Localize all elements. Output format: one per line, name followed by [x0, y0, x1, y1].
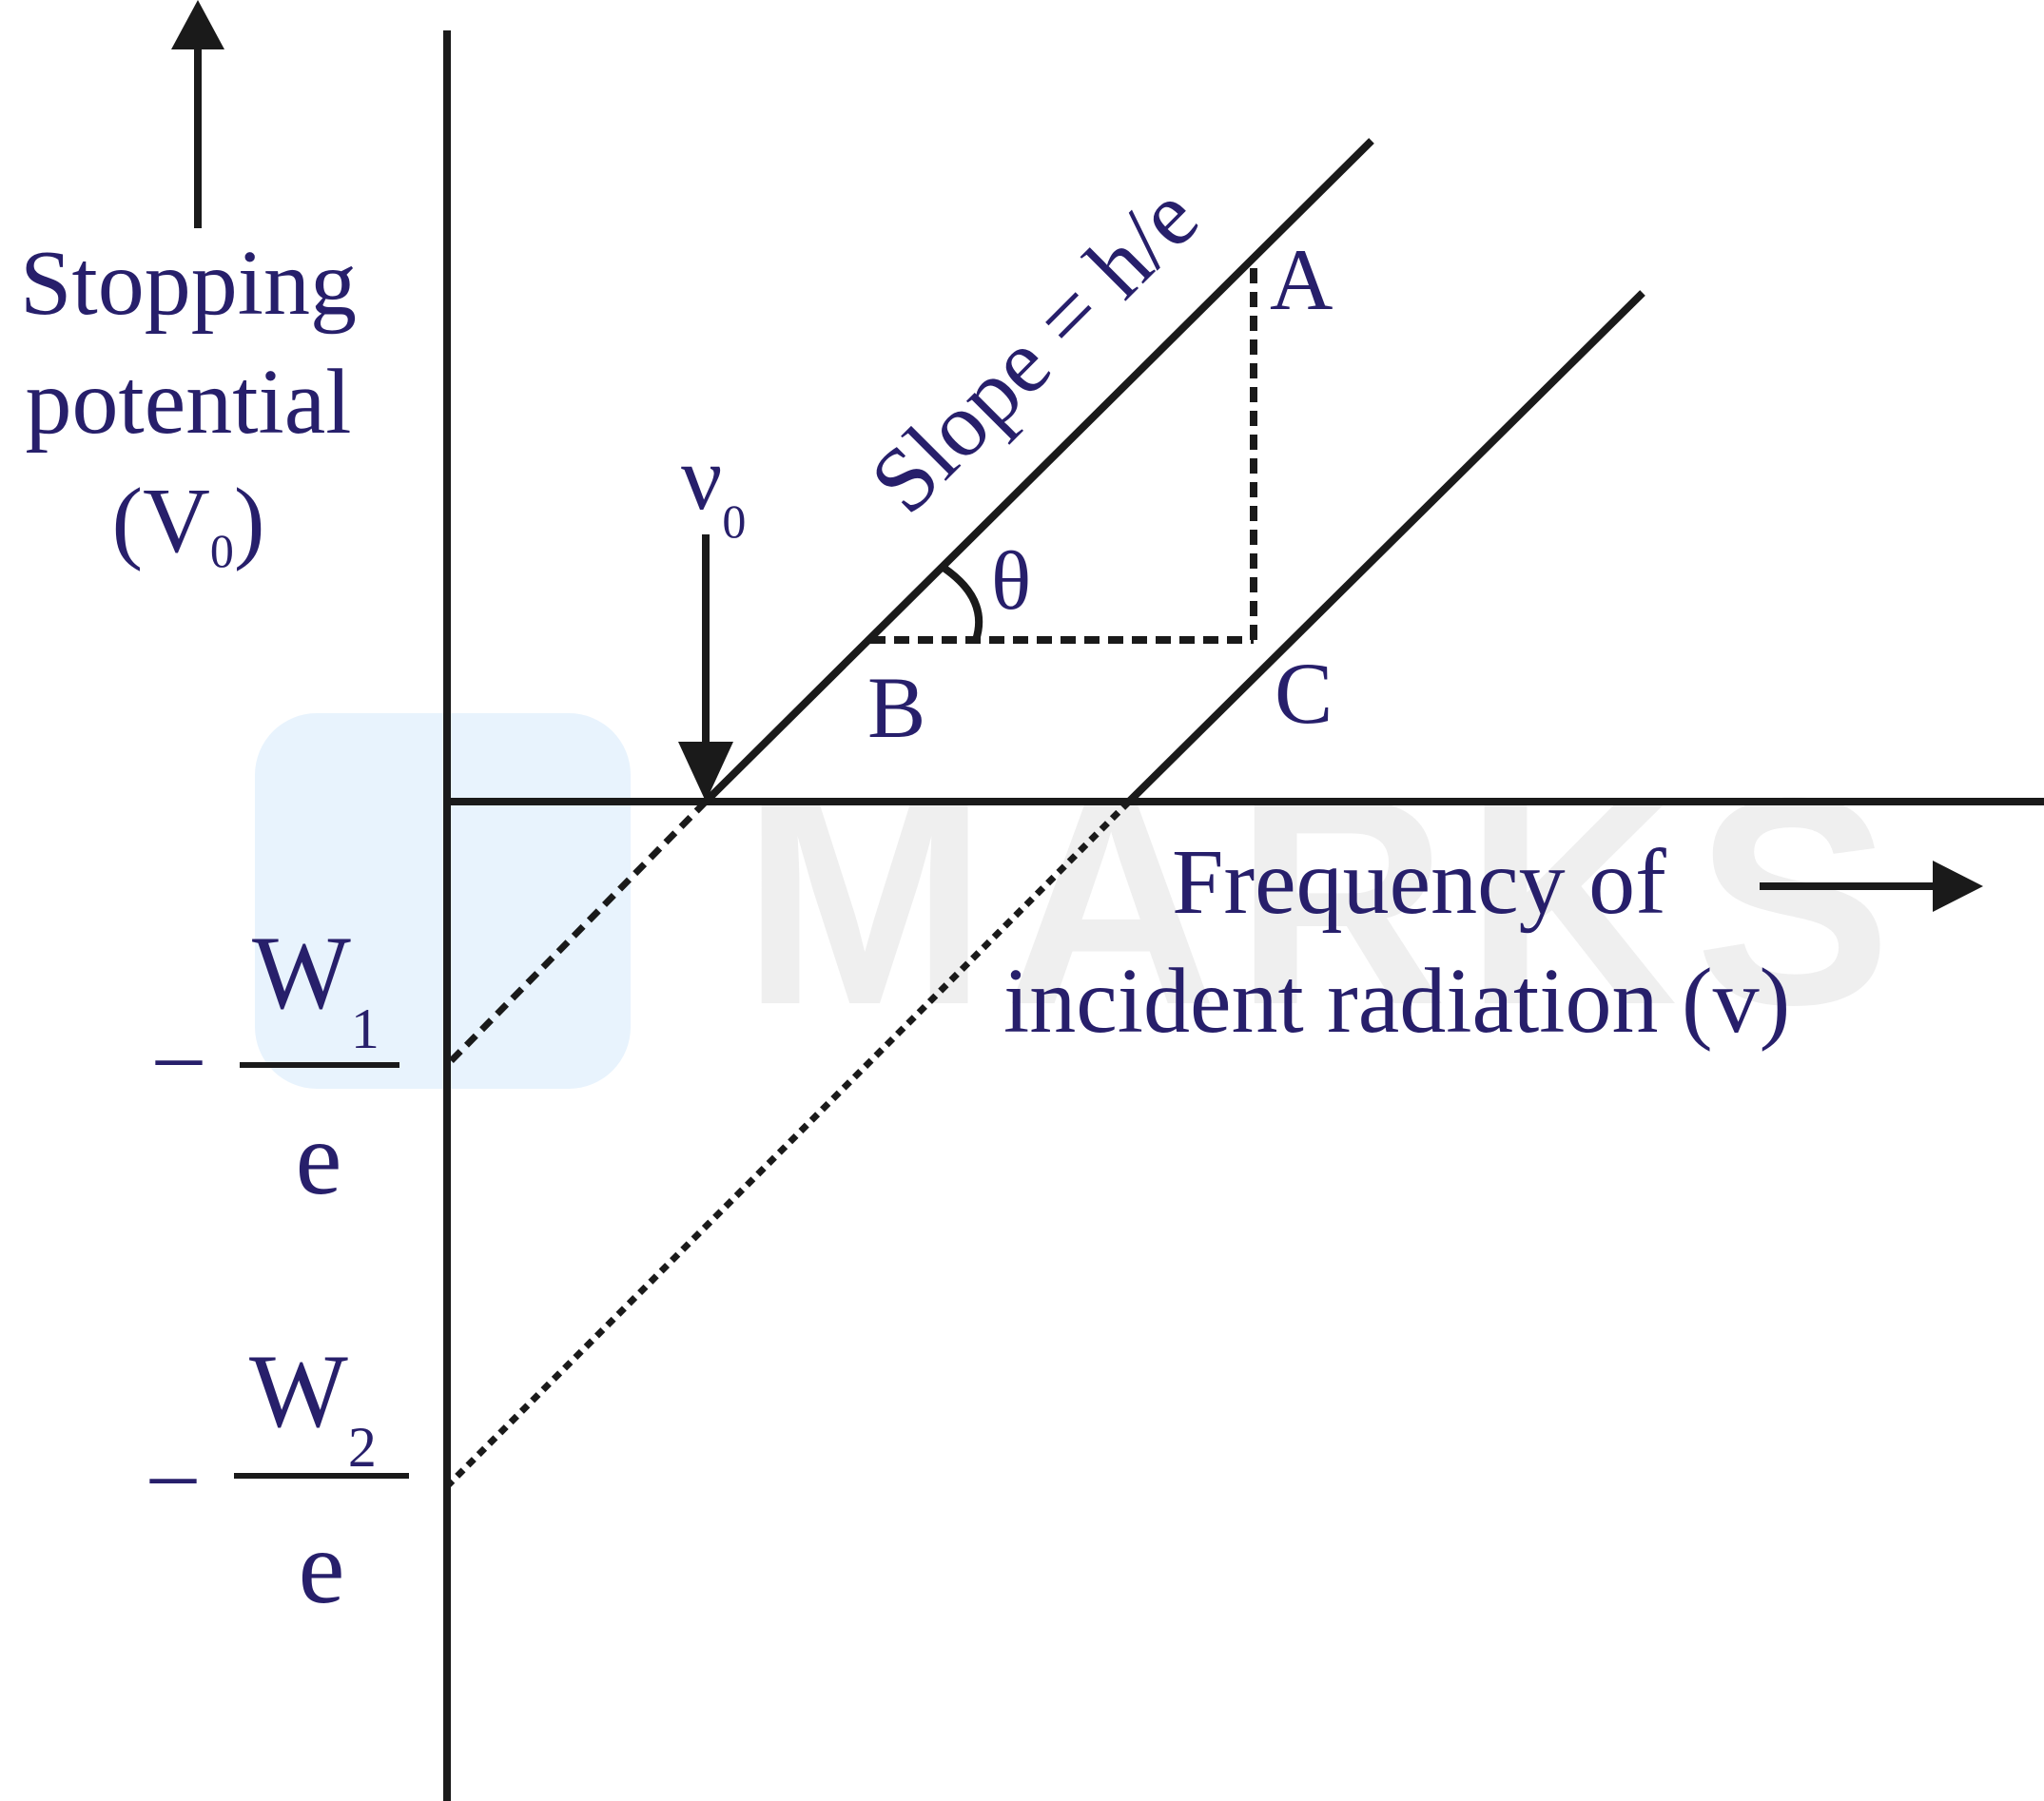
line-1-extension: [444, 799, 709, 1068]
point-a-label: A: [1270, 231, 1333, 328]
x-axis-arrow: [1760, 861, 1983, 912]
angle-label: θ: [991, 535, 1031, 628]
y-axis-arrow: [171, 0, 224, 228]
intercept-w1-numerator: W1: [252, 915, 380, 1060]
intercept-w2-minus: –: [149, 1421, 197, 1522]
x-axis-label-line1: Frequency of: [1172, 831, 1666, 934]
y-axis-label-line1: Stopping: [20, 232, 357, 335]
watermark: MARKS: [255, 713, 1909, 1089]
point-b-label: B: [867, 659, 925, 756]
y-axis-label-line2: potential: [26, 351, 352, 454]
watermark-text: MARKS: [742, 736, 1909, 1066]
intercept-w2: – W2 e: [149, 1333, 409, 1625]
angle-arc: [941, 564, 983, 642]
intercept-w2-numerator: W2: [249, 1333, 377, 1479]
y-axis-label-line3: (V0): [111, 470, 264, 577]
intercept-w1: – W1 e: [155, 915, 399, 1216]
line-1: [703, 138, 1374, 804]
intercept-w1-minus: –: [155, 1002, 203, 1104]
watermark-logo: [255, 713, 631, 1089]
x-axis-label-line2: incident radiation (v): [1003, 950, 1790, 1053]
intercept-w2-denominator: e: [299, 1509, 345, 1625]
threshold-label: ν0: [681, 427, 746, 548]
intercept-w1-denominator: e: [296, 1100, 342, 1216]
point-c-label: C: [1275, 645, 1333, 742]
threshold-arrow: [678, 534, 733, 802]
line-2: [1126, 290, 1645, 804]
